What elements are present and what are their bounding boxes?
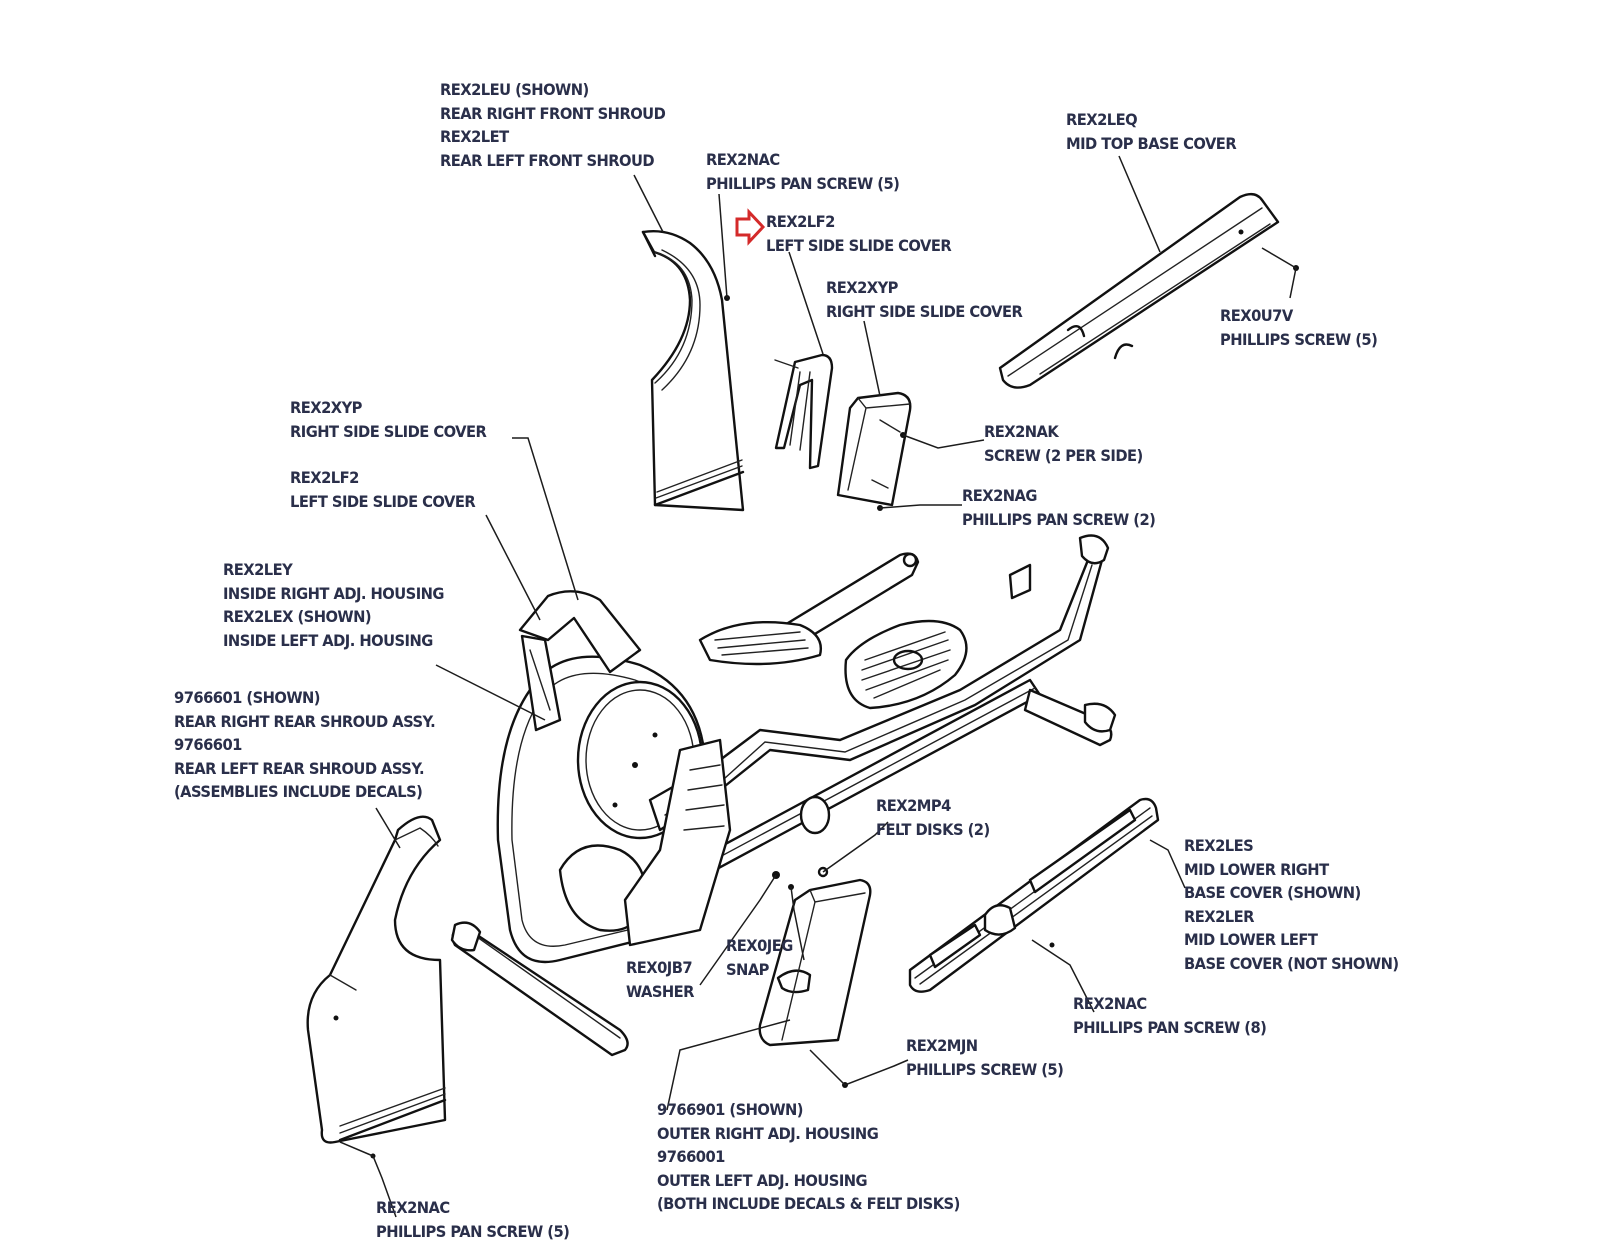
callout-left-side-slide-cover-left: REX2LF2 LEFT SIDE SLIDE COVER [290,466,476,513]
callout-line: PHILLIPS SCREW (5) [906,1059,1064,1079]
callout-phillips-screw-bottom: REX2MJN PHILLIPS SCREW (5) [906,1034,1064,1081]
callout-line: 9766001 [657,1147,725,1166]
callout-line: REX2LET [440,127,509,146]
callout-line: REX2NAK [984,422,1059,441]
callout-right-side-slide-cover-top: REX2XYP RIGHT SIDE SLIDE COVER [826,276,1023,323]
highlight-arrow-icon [735,208,766,246]
callout-line: REX2NAG [962,486,1037,505]
callout-line: RIGHT SIDE SLIDE COVER [826,301,1023,321]
callout-line: REX2LEQ [1066,110,1138,129]
callout-line: REX2LF2 [766,212,835,231]
callout-line: MID TOP BASE COVER [1066,133,1237,153]
callout-line: 9766601 (SHOWN) [174,688,321,707]
callout-washer: REX0JB7 WASHER [626,956,695,1003]
callout-line: INSIDE RIGHT ADJ. HOUSING [223,583,444,603]
callout-line: REX2LEX (SHOWN) [223,607,372,626]
callout-line: REX0JB7 [626,958,693,977]
mid-top-base-cover-part [998,192,1280,389]
callout-mid-lower-base-cover: REX2LES MID LOWER RIGHT BASE COVER (SHOW… [1184,834,1399,975]
callout-phillips-pan-screw-top: REX2NAC PHILLIPS PAN SCREW (5) [706,148,900,195]
callout-outer-adj-housing: 9766901 (SHOWN) OUTER RIGHT ADJ. HOUSING… [657,1098,960,1216]
callout-right-side-slide-cover-left: REX2XYP RIGHT SIDE SLIDE COVER [290,396,487,443]
callout-line: REX0JEG [726,936,793,955]
leader-lines [339,155,1297,1218]
callout-left-side-slide-cover-top: REX2LF2 LEFT SIDE SLIDE COVER [766,210,952,257]
callout-line: OUTER RIGHT ADJ. HOUSING [657,1123,879,1143]
callout-felt-disks: REX2MP4 FELT DISKS (2) [876,794,990,841]
rear-rear-shroud-part [306,815,447,1144]
right-side-slide-cover-part [836,391,912,507]
callout-line: REAR RIGHT REAR SHROUD ASSY. [174,711,436,731]
callout-phillips-screw-top-right: REX0U7V PHILLIPS SCREW (5) [1220,304,1378,351]
callout-line: PHILLIPS SCREW (5) [1220,329,1378,349]
callout-line: FELT DISKS (2) [876,819,990,839]
callout-line: LEFT SIDE SLIDE COVER [290,491,476,511]
callout-line: REX2MJN [906,1036,978,1055]
callout-line: PHILLIPS PAN SCREW (8) [1073,1017,1267,1037]
callout-phillips-pan-screw-right: REX2NAC PHILLIPS PAN SCREW (8) [1073,992,1267,1039]
callout-mid-top-base-cover: REX2LEQ MID TOP BASE COVER [1066,108,1237,155]
callout-line: REAR LEFT REAR SHROUD ASSY. [174,758,425,778]
callout-line: (BOTH INCLUDE DECALS & FELT DISKS) [657,1194,960,1213]
callout-line: LEFT SIDE SLIDE COVER [766,235,952,255]
mid-lower-base-cover-part [908,797,1160,993]
callout-screw-2-per-side: REX2NAK SCREW (2 PER SIDE) [984,420,1143,467]
callout-line: PHILLIPS PAN SCREW (5) [706,173,900,193]
callout-line: OUTER LEFT ADJ. HOUSING [657,1170,868,1190]
callout-line: (ASSEMBLIES INCLUDE DECALS) [174,782,423,801]
callout-line: SCREW (2 PER SIDE) [984,445,1143,465]
callout-line: REX2LER [1184,906,1254,926]
callout-line: INSIDE LEFT ADJ. HOUSING [223,630,433,650]
callout-line: REX2MP4 [876,796,951,815]
callout-phillips-pan-screw-bottom: REX2NAC PHILLIPS PAN SCREW (5) [376,1196,570,1243]
callout-line: WASHER [626,981,695,1001]
callout-line: MID LOWER LEFT [1184,930,1318,949]
rear-front-shroud-part [641,229,745,512]
callout-line: REX2XYP [826,278,898,297]
callout-line: MID LOWER RIGHT [1184,859,1329,879]
callout-phillips-pan-screw-2: REX2NAG PHILLIPS PAN SCREW (2) [962,484,1156,531]
elliptical-frame [450,534,1117,1057]
callout-line: REX0U7V [1220,306,1293,325]
callout-line: BASE COVER (NOT SHOWN) [1184,953,1399,973]
callout-line: REX2NAC [706,150,780,169]
callout-line: REX2LES [1184,836,1254,855]
callout-line: 9766901 (SHOWN) [657,1100,804,1119]
callout-inside-adj-housing: REX2LEY INSIDE RIGHT ADJ. HOUSING REX2LE… [223,558,444,652]
outer-adj-housing-part [758,878,872,1047]
callout-line: REX2LEY [223,560,293,579]
callout-rear-shroud-assy: 9766601 (SHOWN) REAR RIGHT REAR SHROUD A… [174,686,436,804]
callout-line: REX2LEU (SHOWN) [440,80,589,99]
callout-line: REAR LEFT FRONT SHROUD [440,150,655,170]
callout-line: PHILLIPS PAN SCREW (5) [376,1221,570,1241]
callout-line: REX2NAC [376,1198,450,1217]
callout-line: RIGHT SIDE SLIDE COVER [290,421,487,441]
callout-line: REX2XYP [290,398,362,417]
left-side-slide-cover-part [774,353,834,470]
callout-line: REX2LF2 [290,468,359,487]
callout-line: REX2NAC [1073,994,1147,1013]
callout-rear-front-shroud: REX2LEU (SHOWN) REAR RIGHT FRONT SHROUD … [440,78,666,172]
callout-line: BASE COVER (SHOWN) [1184,883,1361,902]
callout-line: PHILLIPS PAN SCREW (2) [962,509,1156,529]
callout-line: SNAP [726,959,769,979]
callout-line: 9766601 [174,735,242,754]
callout-snap: REX0JEG SNAP [726,934,793,981]
callout-line: REAR RIGHT FRONT SHROUD [440,103,666,123]
